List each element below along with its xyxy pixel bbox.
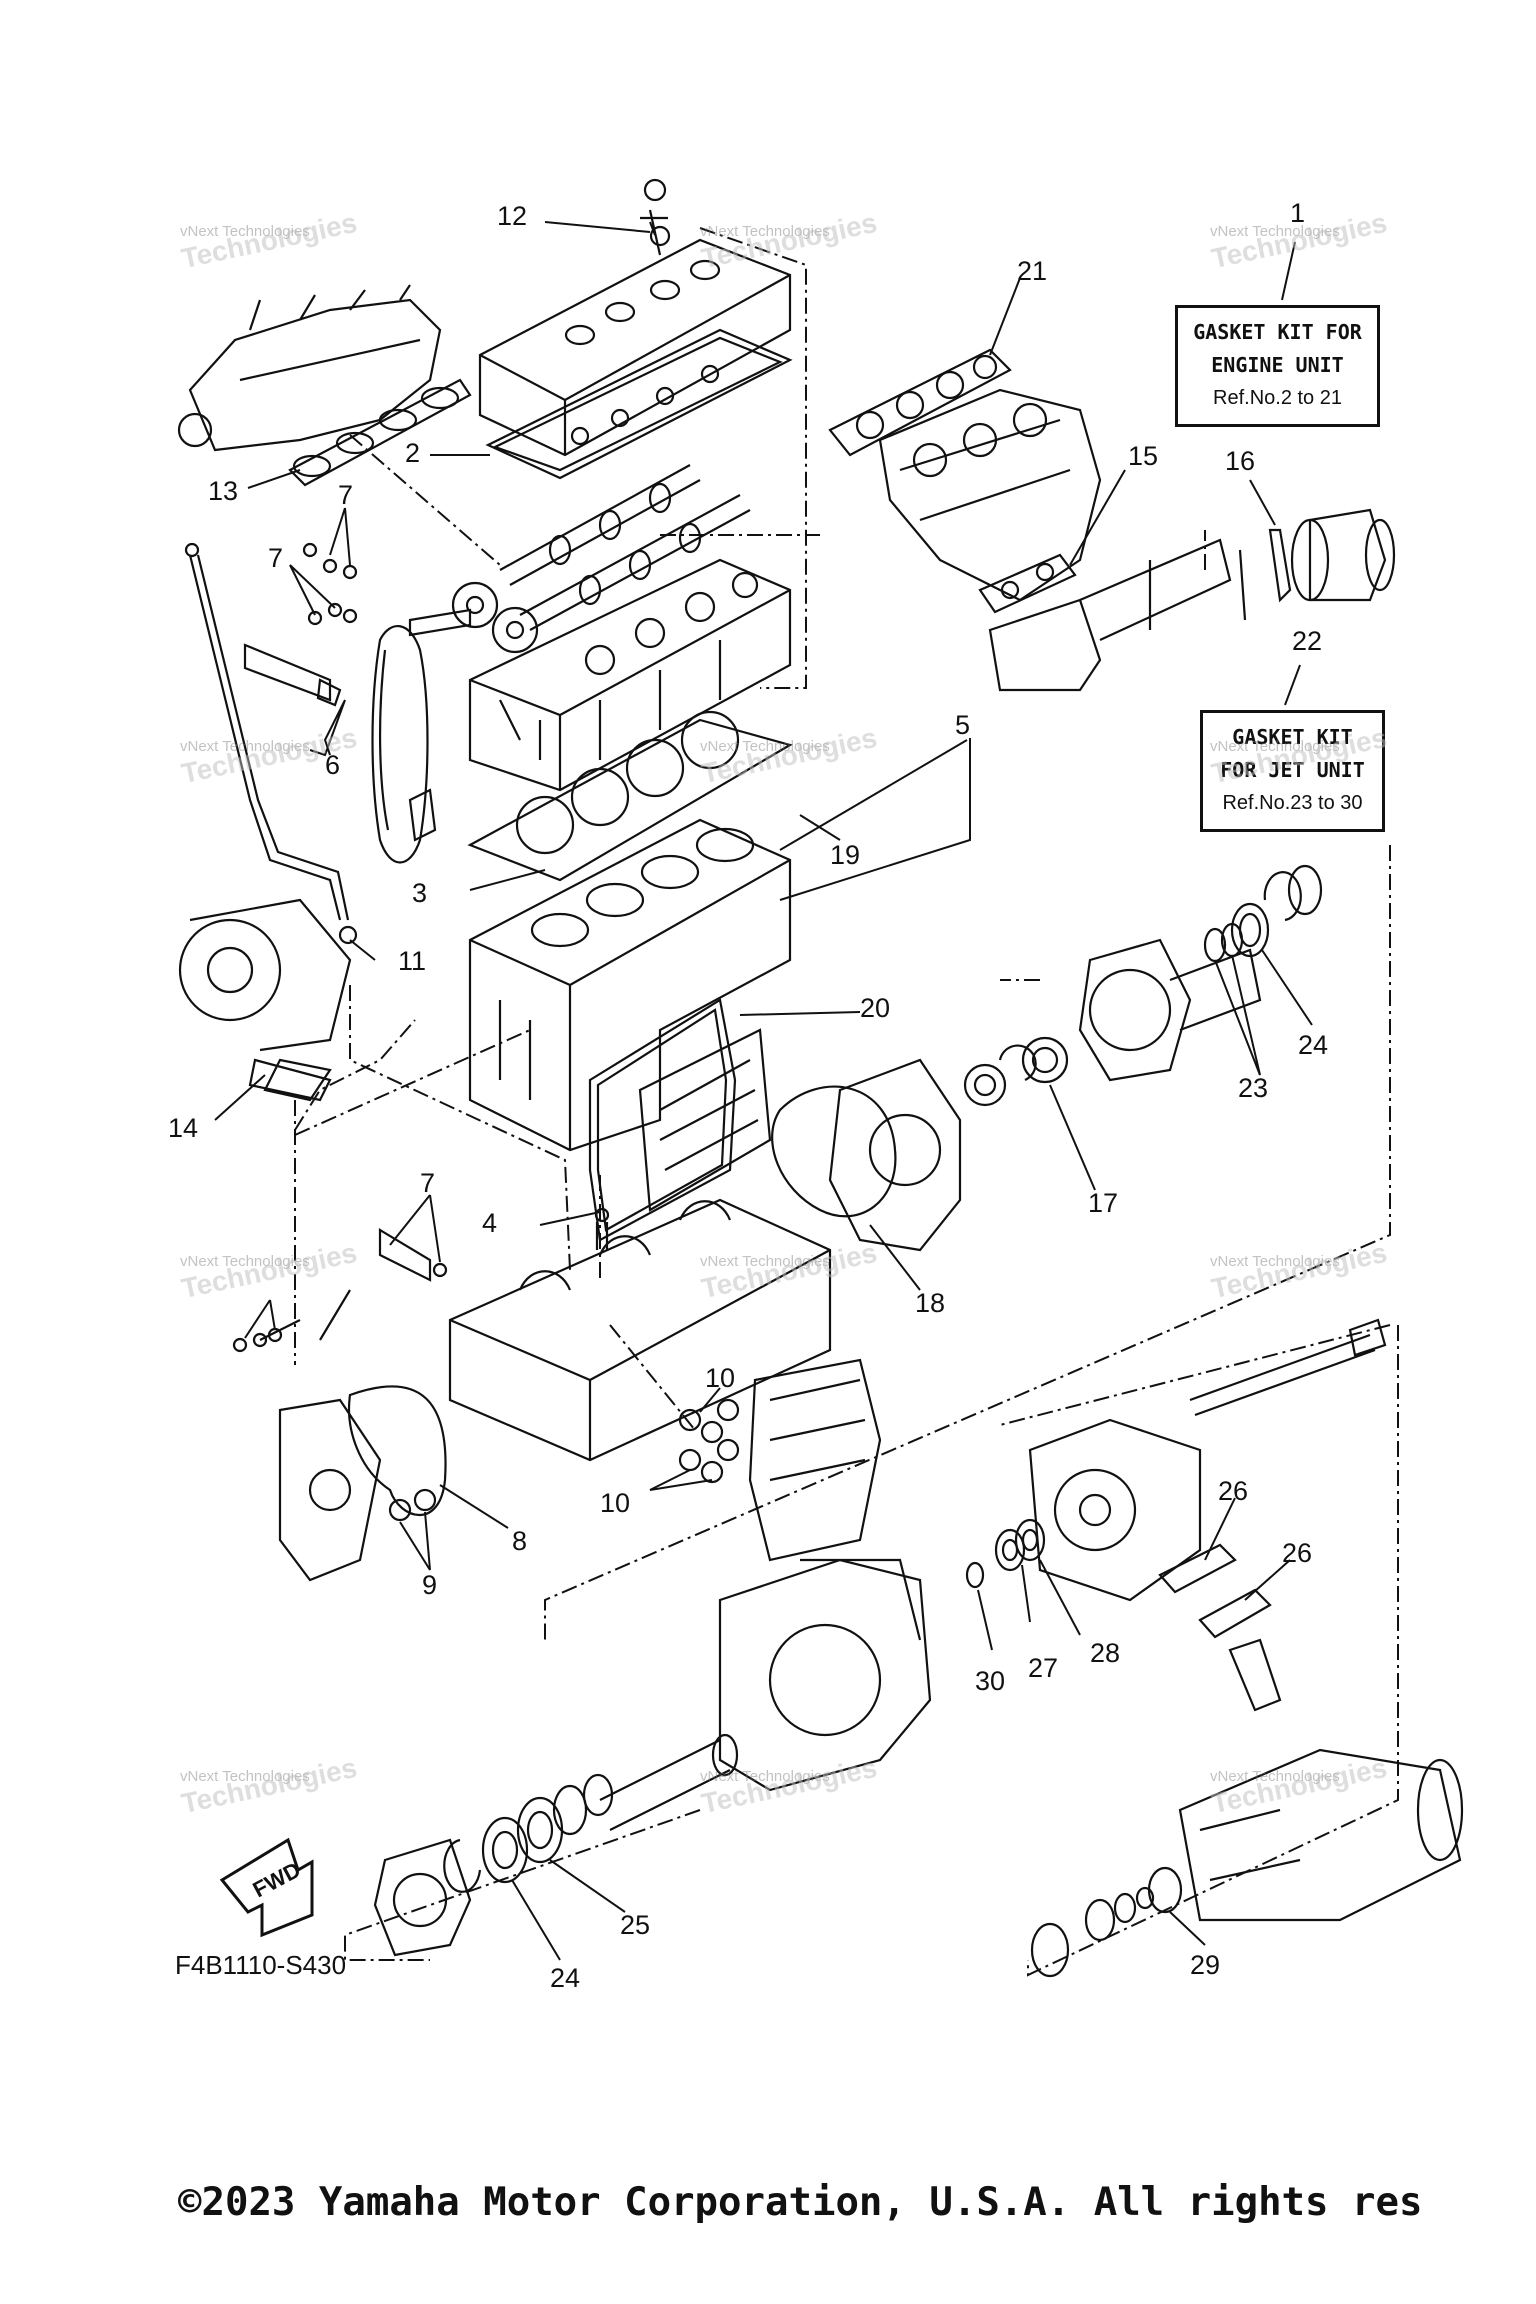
part-label-14: 14	[168, 1113, 199, 1143]
exhaust-joint	[1268, 508, 1396, 603]
part-label-23: 23	[1238, 1073, 1269, 1103]
gaskets-26	[1158, 1543, 1282, 1712]
seal-17	[1021, 1036, 1069, 1084]
side-cover-gasket	[588, 998, 737, 1242]
fwd-arrow-icon	[219, 1837, 314, 1938]
jet-nozzle	[1178, 1748, 1464, 1922]
fwd-arrow-label: FWD	[249, 1857, 305, 1903]
bearing-ring	[963, 1063, 1007, 1107]
copyright-notice: ©2023 Yamaha Motor Corporation, U.S.A. A…	[178, 2180, 1423, 2225]
part-label-30: 30	[975, 1666, 1006, 1696]
oil-pump-cover	[278, 1398, 382, 1582]
part-label-28: 28	[1090, 1638, 1121, 1668]
engine-kit-line1: GASKET KIT FOR	[1193, 320, 1362, 344]
part-label-13: 13	[208, 476, 239, 506]
part-label-20: 20	[860, 993, 891, 1023]
part-label-6: 6	[325, 750, 341, 780]
part-label-24a: 24	[1298, 1030, 1329, 1060]
exhaust-gasket-21	[828, 348, 1012, 457]
head-gasket	[467, 710, 793, 882]
jet-kit-line1: GASKET KIT	[1232, 725, 1353, 749]
seals-27-28-30	[965, 1518, 1046, 1589]
cylinder-head	[468, 558, 792, 792]
part-label-21: 21	[1017, 256, 1048, 286]
jet-kit-ref: Ref.No.23 to 30	[1222, 792, 1363, 814]
engine-kit-ref: Ref.No.2 to 21	[1213, 387, 1342, 409]
part-label-26b: 26	[1282, 1538, 1313, 1568]
part-label-17: 17	[1088, 1188, 1119, 1218]
exhaust-pipe	[988, 538, 1247, 692]
engine-kit-line2: ENGINE UNIT	[1211, 353, 1344, 377]
timing-chain	[371, 608, 472, 864]
part-label-29: 29	[1190, 1950, 1221, 1980]
nozzle-seals	[1030, 1866, 1183, 1978]
part-label-26a: 26	[1218, 1476, 1249, 1506]
engine-gasket-kit-box: GASKET KIT FOR ENGINE UNIT Ref.No.2 to 2…	[1175, 305, 1380, 427]
diagram-code: F4B1110-S430	[175, 1950, 347, 1980]
valve-cover-gasket	[485, 328, 793, 480]
leader-lines	[214, 221, 1313, 1961]
oil-pump-gasket	[348, 1385, 447, 1517]
fittings-top	[243, 542, 358, 707]
water-housing	[748, 1358, 882, 1562]
jet-pump-housing	[718, 1558, 932, 1792]
part-label-2: 2	[405, 438, 421, 468]
part-label-9: 9	[422, 1570, 438, 1600]
part-label-11: 11	[398, 946, 427, 976]
drive-shaft	[1189, 1318, 1387, 1417]
part-label-3: 3	[412, 878, 428, 908]
oil-line-lower	[232, 1228, 448, 1353]
impeller-housing	[1028, 1418, 1202, 1602]
part-label-4: 4	[482, 1208, 498, 1238]
seals-upper-right	[1203, 864, 1323, 963]
intake-gasket-13	[288, 378, 472, 487]
part-label-16: 16	[1225, 446, 1256, 476]
generator-gasket	[771, 1085, 897, 1218]
side-cover-plate	[638, 1028, 772, 1212]
valve-cover	[478, 178, 792, 457]
turbo-gasket	[248, 1058, 332, 1102]
part-label-27: 27	[1028, 1653, 1059, 1683]
exhaust-gasket-15	[978, 553, 1077, 614]
jet-kit-line2: FOR JET UNIT	[1220, 758, 1365, 782]
jet-gasket-kit-box: GASKET KIT FOR JET UNIT Ref.No.23 to 30	[1200, 710, 1385, 832]
circlip-upper	[998, 1044, 1037, 1082]
exhaust-manifold	[878, 388, 1102, 602]
part-label-12: 12	[497, 201, 528, 231]
seals-lower	[443, 1773, 614, 1893]
orings-10	[678, 1398, 740, 1484]
orings-9	[388, 1488, 437, 1522]
part-label-10b: 10	[600, 1488, 631, 1518]
bearing-housing-lower	[373, 1838, 472, 1957]
bearing-housing	[1078, 938, 1262, 1082]
part-label-10a: 10	[705, 1363, 736, 1393]
part-label-5: 5	[955, 710, 971, 740]
cylinder-block	[468, 818, 792, 1152]
part-label-19: 19	[830, 840, 861, 870]
part-label-22: 22	[1292, 626, 1323, 656]
part-label-24b: 24	[550, 1963, 581, 1993]
generator-cover	[828, 1058, 962, 1252]
lower-shaft-tube	[599, 1733, 739, 1831]
camshafts	[451, 464, 751, 654]
group-frame-lines	[294, 227, 1399, 1977]
part-label-7b: 7	[268, 543, 284, 573]
part-label-18: 18	[915, 1288, 946, 1318]
part-label-7c: 7	[420, 1168, 436, 1198]
part-label-25: 25	[620, 1910, 651, 1940]
intake-manifold	[177, 284, 442, 452]
part-label-15: 15	[1128, 441, 1159, 471]
turbocharger	[178, 898, 352, 1102]
part-label-8: 8	[512, 1526, 528, 1556]
crankcase	[448, 1198, 832, 1462]
part-label-7a: 7	[338, 480, 354, 510]
part-label-1: 1	[1290, 198, 1306, 228]
oil-dipstick	[184, 542, 358, 945]
